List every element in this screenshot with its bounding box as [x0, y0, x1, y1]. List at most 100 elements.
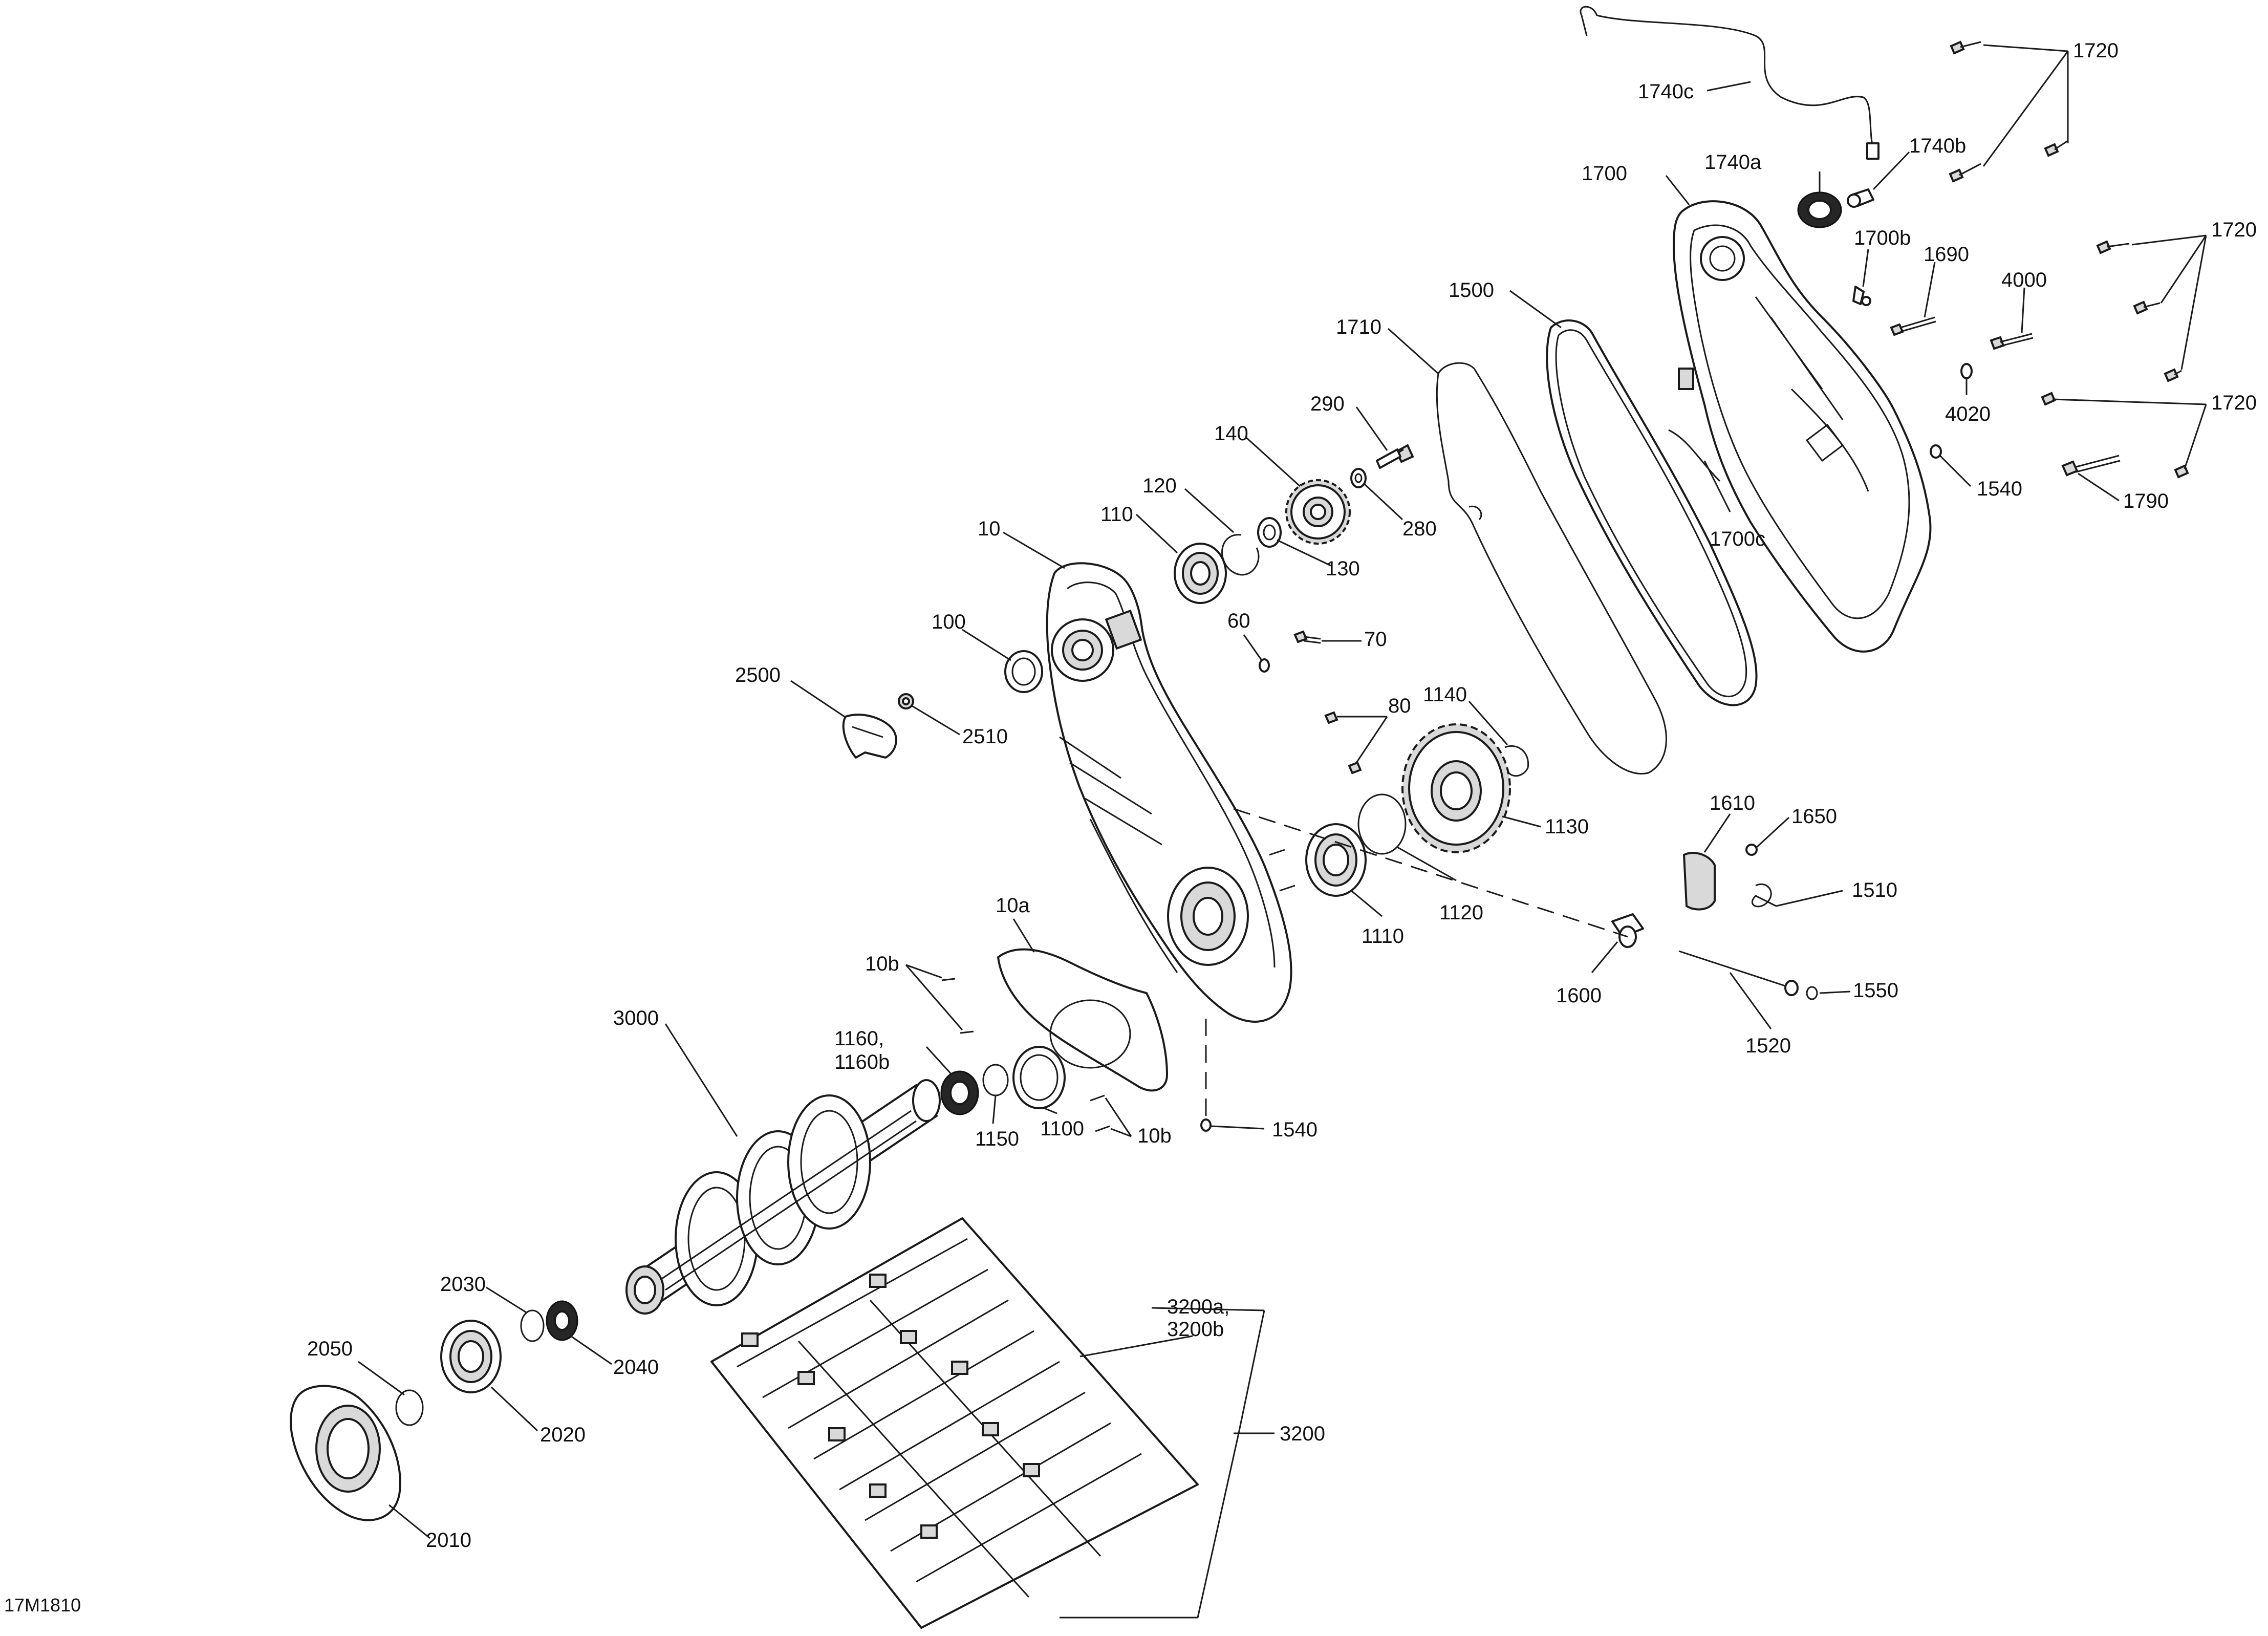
callout-1740b: 1740b [1909, 135, 1966, 157]
dowels-10b-bottom [1090, 1094, 1110, 1132]
callout-1120: 1120 [1439, 901, 1483, 924]
pivot-1600 [1611, 913, 1644, 948]
assembly-axes [1205, 808, 1628, 1121]
drive-axle-3000 [625, 1079, 941, 1315]
callout-1740c: 1740c [1638, 80, 1694, 103]
callout-1700c: 1700c [1710, 528, 1765, 550]
seal-1100 [1012, 1046, 1066, 1109]
circlip-120 [1221, 534, 1260, 576]
clip-1650 [1745, 844, 1758, 856]
callout-1790: 1790 [2123, 490, 2169, 512]
bearing-2020 [440, 1320, 502, 1393]
case-10 [1046, 562, 1292, 1023]
screw-4000 [1990, 333, 2034, 350]
seal-100 [1004, 650, 1043, 693]
seal-1740a [1797, 191, 1842, 228]
callout-1720-top: 1720 [2073, 39, 2119, 62]
nut-1160 [940, 1070, 979, 1115]
dowels-10b-top [941, 978, 974, 1034]
bolt-290 [1376, 444, 1414, 469]
callout-4020: 4020 [1945, 403, 1991, 425]
nut-1540-upper [1930, 444, 1942, 459]
callout-3000: 3000 [613, 1007, 659, 1029]
nut-2510 [898, 693, 914, 709]
callout-80: 80 [1388, 695, 1411, 717]
callout-1520: 1520 [1745, 1035, 1791, 1057]
callout-1690: 1690 [1924, 243, 1969, 266]
screw-1690 [1890, 316, 1936, 336]
callout-1700: 1700 [1582, 162, 1627, 185]
circlip-1120 [1357, 793, 1407, 855]
callout-2500: 2500 [735, 664, 781, 686]
callout-2010: 2010 [426, 1529, 471, 1552]
callout-2030: 2030 [440, 1273, 486, 1296]
callout-10b-top: 10b [865, 953, 899, 975]
screws-80 [1324, 711, 1362, 774]
bearing-1110 [1305, 823, 1367, 897]
clip-1550 [1806, 986, 1818, 1000]
callout-1740a: 1740a [1704, 151, 1762, 174]
callout-1130: 1130 [1545, 815, 1589, 838]
callout-labels: 1720 1740c 1740a 1740b 1700 1700b 1690 4… [307, 39, 2257, 1552]
gear-140 [1285, 479, 1351, 545]
callout-70: 70 [1364, 628, 1387, 651]
callout-1540-lower: 1540 [1272, 1118, 1317, 1141]
bracket-2500 [842, 714, 897, 759]
circlip-1140 [1504, 745, 1529, 777]
circlip-2030 [520, 1309, 545, 1342]
callout-2050: 2050 [307, 1338, 353, 1360]
callout-10a: 10a [996, 894, 1030, 917]
callout-10: 10 [978, 518, 1001, 540]
tensioner-1610 [1682, 852, 1716, 911]
clip-1700b [1852, 286, 1871, 306]
gasket-10a [997, 948, 1168, 1092]
circlip-1150 [982, 1064, 1009, 1096]
nut-1540-lower [1200, 1118, 1212, 1132]
callout-1700b: 1700b [1854, 227, 1911, 249]
screw-70 [1293, 630, 1321, 644]
callout-280: 280 [1402, 518, 1437, 540]
pin-1510 [1751, 883, 1777, 908]
chain-1500 [1546, 319, 1758, 706]
leader-lines [358, 44, 2207, 1619]
callout-2040: 2040 [613, 1356, 659, 1379]
callout-1540-upper: 1540 [1977, 478, 2022, 500]
screws-1720-top [1949, 40, 2068, 183]
callout-1160-line2: 1160b [834, 1051, 890, 1073]
callout-110: 110 [1100, 503, 1133, 526]
washer-60 [1259, 658, 1270, 673]
callout-1720-bottom: 1720 [2211, 392, 2257, 414]
callout-120: 120 [1142, 475, 1177, 497]
circlip-2050 [395, 1389, 424, 1426]
callout-140: 140 [1214, 422, 1248, 445]
callout-3200: 3200 [1280, 1423, 1325, 1445]
callout-1720-middle: 1720 [2211, 219, 2257, 241]
callout-2510: 2510 [962, 725, 1008, 748]
track-3200 [710, 1217, 1199, 1629]
callout-3200a-line1: 3200a, [1167, 1296, 1229, 1318]
callout-100: 100 [932, 611, 966, 633]
bearing-110 [1174, 543, 1227, 604]
callout-10b-bottom: 10b [1137, 1125, 1172, 1147]
screws-1720-bottom [2041, 392, 2189, 479]
flange-2010 [290, 1385, 401, 1521]
callout-2020: 2020 [540, 1424, 586, 1446]
gear-1130 [1401, 723, 1511, 853]
cover-1700 [1673, 200, 1932, 653]
callout-1140: 1140 [1423, 683, 1467, 706]
callout-1110: 1110 [1362, 925, 1404, 948]
pins [1269, 849, 1295, 892]
callout-1600: 1600 [1556, 984, 1602, 1007]
callout-3200a-line2: 3200b [1167, 1318, 1224, 1341]
callout-1150: 1150 [975, 1128, 1019, 1150]
tube-1700c [1668, 429, 1721, 482]
callout-4000: 4000 [2001, 269, 2047, 291]
callout-1100: 1100 [1040, 1117, 1084, 1140]
callout-1650: 1650 [1791, 805, 1837, 828]
callout-1610: 1610 [1710, 792, 1755, 814]
gasket-1710 [1436, 362, 1667, 774]
callout-1160-line1: 1160, [834, 1027, 884, 1050]
washer-280 [1350, 468, 1367, 488]
callout-1510: 1510 [1852, 879, 1897, 901]
